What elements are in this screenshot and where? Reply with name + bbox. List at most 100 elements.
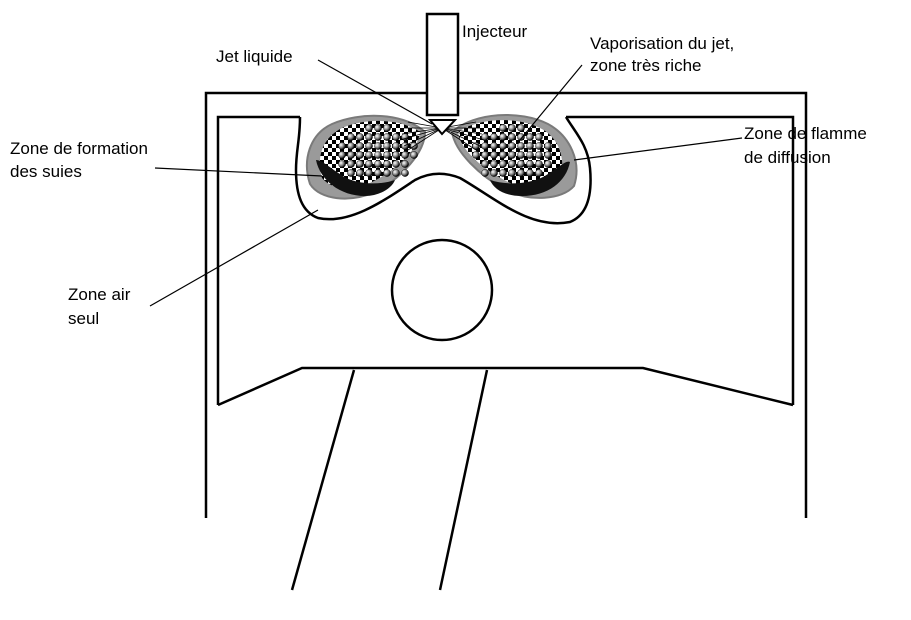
fuel-droplet [499,151,507,159]
fuel-droplet [481,151,489,159]
fuel-droplet [526,142,534,150]
fuel-droplet [338,160,346,168]
fuel-droplet [526,151,534,159]
fuel-droplet [356,151,364,159]
leader-air [149,209,319,307]
fuel-droplet [383,160,391,168]
fuel-droplet [374,124,382,132]
fuel-droplet [383,151,391,159]
label-air-zone-line-2: seul [68,309,99,328]
leader-soot [154,167,323,177]
spray-line [441,127,483,135]
fuel-droplet [490,133,498,141]
fuel-droplet [508,124,516,132]
fuel-droplet [535,133,543,141]
label-soot-zone-line-1: Zone de formation [10,139,148,158]
spray-line [401,127,443,135]
fuel-droplet [365,160,373,168]
fuel-droplet [490,151,498,159]
fuel-droplet [535,142,543,150]
fuel-droplet [517,142,525,150]
fuel-droplet [365,151,373,159]
fuel-droplet [374,160,382,168]
fuel-droplet [356,133,364,141]
fuel-droplet [481,160,489,168]
fuel-droplet [392,133,400,141]
injector [425,12,460,136]
connecting-rod [290,369,489,591]
label-vaporisation-line-1: Vaporisation du jet, [590,34,734,53]
left-soot-zone [316,160,395,196]
leader-diffusion [573,137,743,161]
fuel-droplet [374,133,382,141]
fuel-droplet [338,151,346,159]
fuel-droplet [517,160,525,168]
fuel-droplet [392,151,400,159]
fuel-droplet [392,160,400,168]
fuel-droplet [374,169,382,177]
piston-pin [390,238,494,342]
fuel-droplet [499,169,507,177]
fuel-droplet [544,142,552,150]
fuel-droplet [508,169,516,177]
spray-line [407,127,443,151]
fuel-droplet [347,151,355,159]
fuel-droplet [401,142,409,150]
label-jet-liquide: Jet liquide [216,47,293,66]
fuel-droplet [535,151,543,159]
fuel-droplet [481,142,489,150]
fuel-droplet [383,142,391,150]
fuel-droplet [365,124,373,132]
piston-inner-cavity [216,115,300,405]
piston-body [204,91,808,518]
fuel-droplet [508,151,516,159]
fuel-droplet [383,169,391,177]
fuel-droplet [490,160,498,168]
fuel-droplet [472,151,480,159]
spray-line [399,127,443,141]
fuel-droplet [338,142,346,150]
label-vaporisation-line-2: zone très riche [590,56,702,75]
fuel-droplet [410,151,418,159]
fuel-droplet [401,160,409,168]
fuel-droplet [526,160,534,168]
label-air-zone-line-1: Zone air [68,285,131,304]
fuel-droplet [347,160,355,168]
fuel-droplet [481,133,489,141]
fuel-droplet [508,142,516,150]
fuel-droplet [356,142,364,150]
fuel-droplet [544,151,552,159]
leader-lines [149,59,743,307]
injector-nozzle-tip [427,119,458,136]
fuel-droplet [499,133,507,141]
fuel-droplet [392,169,400,177]
fuel-droplet [535,169,543,177]
fuel-droplet [517,169,525,177]
leader-vaporisation [519,64,583,141]
spray-line [403,127,443,147]
label-air-zone: Zone air seul [68,285,135,328]
fuel-droplet [401,151,409,159]
fuel-droplet [526,169,534,177]
fuel-droplet [517,151,525,159]
fuel-droplet [383,133,391,141]
label-soot-zone: Zone de formation des suies [10,139,153,181]
label-injecteur: Injecteur [462,22,528,41]
fuel-droplet [347,169,355,177]
label-diffusion-flame: Zone de flamme de diffusion [744,124,872,167]
fuel-droplets [338,124,552,177]
piston-outer-wall [204,91,808,518]
spray-line [441,127,481,147]
fuel-droplet [356,160,364,168]
fuel-droplet [535,160,543,168]
piston-skirt-bottom [217,366,794,407]
fuel-droplet [499,142,507,150]
fuel-droplet [347,133,355,141]
label-diffusion-flame-line-2: de diffusion [744,148,831,167]
fuel-droplet [499,124,507,132]
fuel-droplet [374,151,382,159]
fuel-droplet [365,133,373,141]
fuel-droplet [347,142,355,150]
